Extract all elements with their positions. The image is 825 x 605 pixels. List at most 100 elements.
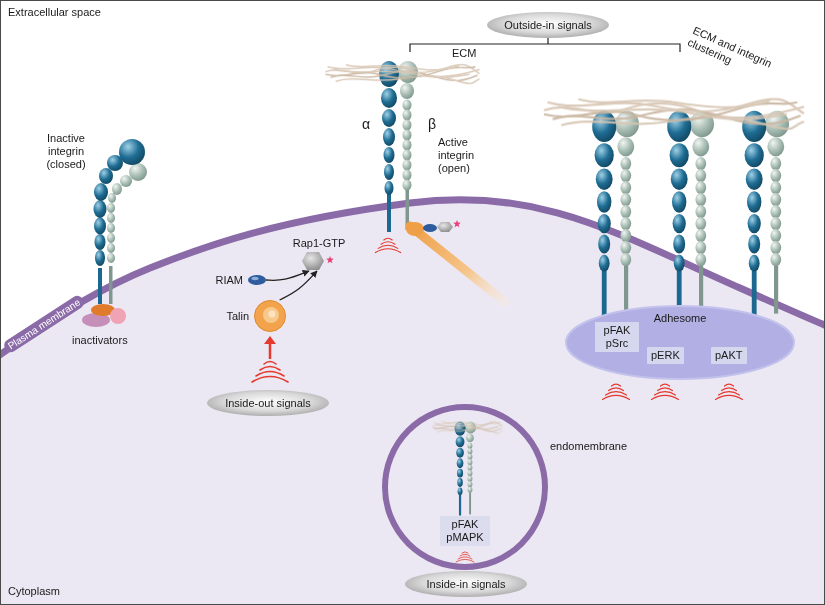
adhesome-ellipse: Adhesome pFAK pSrc pERK pAKT xyxy=(565,305,795,380)
active-integrin xyxy=(379,61,505,302)
integrin-state-label: Inactive integrin (closed) xyxy=(38,132,94,171)
active-integrin xyxy=(437,222,453,232)
inactive-integrin xyxy=(94,218,106,235)
inactive-integrin xyxy=(95,234,106,250)
phospho-box-fill xyxy=(595,322,639,352)
clustered-integrins xyxy=(742,111,789,316)
active-integrin xyxy=(406,222,424,236)
signal-waves xyxy=(716,384,743,399)
inactive-integrin xyxy=(107,243,115,253)
signal-ellipse: Inside-out signals xyxy=(207,390,329,416)
outside-in-bracket xyxy=(410,38,680,52)
talin-core xyxy=(263,307,279,323)
active-integrin xyxy=(410,226,505,302)
node-text: Talin xyxy=(226,310,249,323)
inactive-integrin xyxy=(107,253,115,263)
phospho-box: pERK xyxy=(647,347,684,364)
node-text: pFAK pSrc xyxy=(599,324,635,350)
inactive-integrin xyxy=(112,183,122,195)
inside-out-arrow xyxy=(269,343,272,359)
inside-out-arrow xyxy=(264,336,276,344)
inactivator-proteins xyxy=(110,308,126,324)
node-text: pAKT xyxy=(715,349,743,362)
signal-ellipse-fill xyxy=(487,12,609,38)
inactive-integrin xyxy=(107,213,115,223)
subunit-label: α xyxy=(362,116,370,133)
inactive-integrin xyxy=(98,268,102,304)
gtpase-hexagon xyxy=(302,252,324,270)
active-integrin xyxy=(423,224,437,232)
inactive-integrin xyxy=(95,250,105,266)
signal-waves xyxy=(375,238,400,252)
inactive-integrin xyxy=(107,233,115,243)
adhesome-fill xyxy=(566,306,794,379)
riam-highlight xyxy=(251,277,258,280)
signal-ellipse-fill xyxy=(207,390,329,416)
region-label: Extracellular space xyxy=(8,6,101,19)
inactive-integrin xyxy=(94,200,107,218)
protein-label: inactivators xyxy=(72,334,128,347)
clustering-label: ECM and integrin clustering xyxy=(685,24,787,88)
node-shape xyxy=(254,300,286,332)
phospho-box: pFAK pMAPK xyxy=(440,516,490,546)
riam-protein: RIAM xyxy=(248,275,266,285)
inside-out-arrow xyxy=(264,336,276,359)
ecm-fibres xyxy=(326,65,479,84)
rap1-hexagon: Rap1-GTP xyxy=(302,252,336,270)
node-text: pFAK pMAPK xyxy=(444,518,486,544)
inactive-integrin xyxy=(120,175,132,187)
node-text: pERK xyxy=(651,349,680,362)
subunit-label: β xyxy=(428,116,436,133)
node-text: Inside-in signals xyxy=(427,578,506,591)
inactivator-proteins xyxy=(82,304,126,327)
node-text: Outside-in signals xyxy=(504,19,591,32)
ecm-fibres xyxy=(545,99,803,129)
clustered-integrins xyxy=(667,111,714,316)
signal-waves xyxy=(603,384,630,399)
signal-ellipse: Inside-in signals xyxy=(405,571,527,597)
phospho-box: pAKT xyxy=(711,347,747,364)
endosomal-integrin xyxy=(455,421,476,515)
integrin-state-label: Active integrin (open) xyxy=(438,136,488,175)
gtp-star xyxy=(326,256,334,263)
endosome-membrane xyxy=(385,407,545,567)
talin-core xyxy=(268,310,275,317)
inactive-integrin xyxy=(129,163,147,181)
talin-protein: Talin xyxy=(254,300,286,332)
inactive-integrin xyxy=(108,193,116,203)
node-shape xyxy=(248,275,266,285)
node-shape xyxy=(302,252,336,270)
signal-ellipse-fill xyxy=(405,571,527,597)
phospho-box: pFAK pSrc xyxy=(595,322,639,352)
signal-waves xyxy=(652,384,679,399)
inactive-integrin xyxy=(99,168,113,184)
inactive-integrin xyxy=(107,223,115,233)
inactive-integrin xyxy=(94,139,148,304)
clustered-integrins xyxy=(592,111,789,316)
region-label: Cytoplasm xyxy=(8,585,60,598)
node-text: RIAM xyxy=(216,274,244,287)
inactive-integrin xyxy=(107,203,115,213)
clustered-integrins xyxy=(592,111,639,316)
node-text: Rap1-GTP xyxy=(293,237,346,250)
node-text: Inside-out signals xyxy=(225,397,311,410)
talin-circle xyxy=(255,301,286,332)
inactive-integrin xyxy=(119,139,145,165)
ecm-fibres xyxy=(433,421,502,433)
phospho-box-fill xyxy=(440,516,490,546)
ecm-fibres xyxy=(326,65,803,434)
ecm-label: ECM xyxy=(452,47,476,60)
node-text: Adhesome xyxy=(654,312,707,325)
signal-waves xyxy=(252,362,288,383)
active-integrin xyxy=(379,61,418,232)
signal-waves xyxy=(456,552,474,562)
compartment-label: endomembrane xyxy=(550,440,627,453)
phospho-box-fill xyxy=(711,347,747,364)
activation-arrow xyxy=(280,271,317,300)
inactive-integrin xyxy=(94,183,108,201)
activation-arrow xyxy=(266,271,309,280)
